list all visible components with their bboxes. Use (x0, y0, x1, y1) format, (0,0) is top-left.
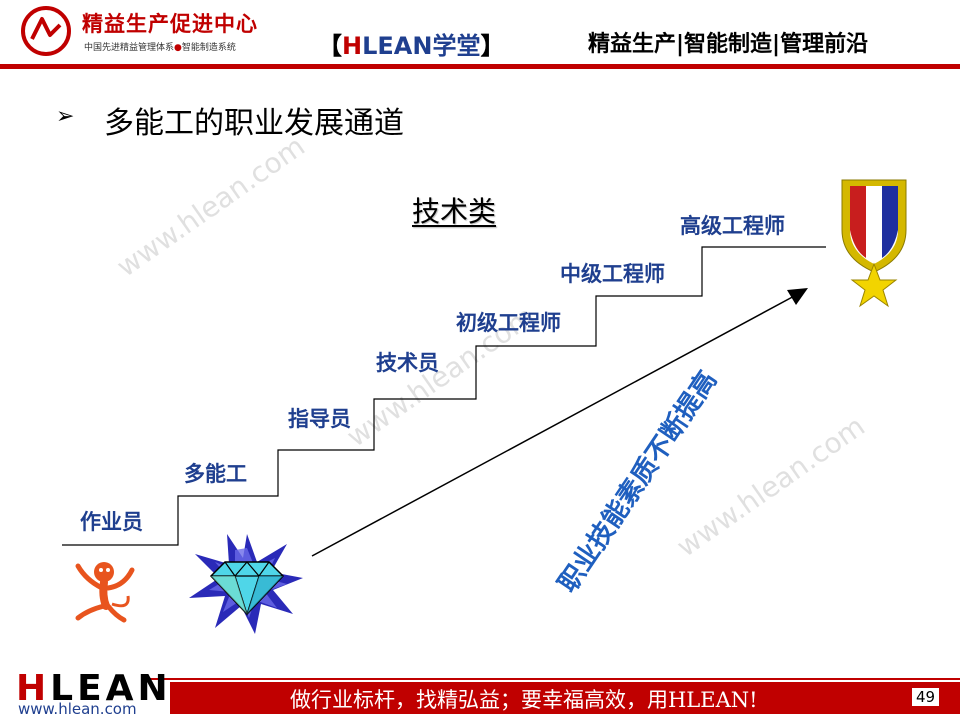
monkey-figure-icon (75, 562, 135, 623)
step-label-technician: 技术员 (376, 351, 439, 375)
brand-open: 【 (318, 32, 342, 60)
step-label-junior-engineer: 初级工程师 (456, 311, 561, 335)
brand-xuetang: 学堂 (432, 32, 481, 60)
footer-divider (150, 678, 960, 680)
brand-h: H (342, 32, 363, 60)
header: 精益生产促进中心 中国先进精益管理体系●智能制造系统 【HLEAN学堂】 精益生… (0, 0, 960, 70)
step-label-multiskill: 多能工 (184, 462, 247, 486)
header-tagline-right: 精益生产|智能制造|管理前沿 (588, 32, 869, 57)
footer-logo: HLEAN (16, 668, 172, 709)
footer-url: www.hlean.com (18, 700, 137, 718)
staircase-line (62, 246, 826, 546)
step-label-instructor: 指导员 (288, 407, 351, 431)
footer-logo-h: H (16, 668, 51, 709)
diamond-burst-icon (189, 534, 303, 634)
bullet-arrow-icon: ➢ (56, 104, 75, 129)
center-logo-icon (21, 6, 71, 56)
growth-arrow-line (311, 293, 799, 557)
org-name: 精益生产促进中心 (82, 12, 258, 36)
category-label: 技术类 (412, 195, 497, 228)
org-tagline: 中国先进精益管理体系●智能制造系统 (84, 40, 236, 53)
page-number: 49 (912, 688, 940, 706)
header-divider (0, 64, 960, 69)
step-label-mid-engineer: 中级工程师 (560, 262, 665, 286)
footer-logo-lean: LEAN (50, 668, 172, 709)
tagline-dot: ● (174, 43, 182, 53)
step-label-operator: 作业员 (80, 510, 143, 534)
growth-arrow-head (787, 288, 808, 305)
brand-title: 【HLEAN学堂】 (318, 26, 504, 61)
medal-icon (841, 179, 907, 308)
step-label-senior-engineer: 高级工程师 (680, 214, 785, 238)
slide-title: 多能工的职业发展通道 (104, 106, 404, 141)
footer-slogan: 做行业标杆，找精弘益；要幸福高效，用HLEAN! (290, 688, 758, 712)
brand-close: 】 (480, 32, 505, 60)
tagline-part-b: 智能制造系统 (181, 43, 236, 53)
tagline-part-a: 中国先进精益管理体系 (84, 43, 175, 53)
footer-bar (170, 682, 960, 714)
brand-lean: LEAN (362, 32, 433, 60)
